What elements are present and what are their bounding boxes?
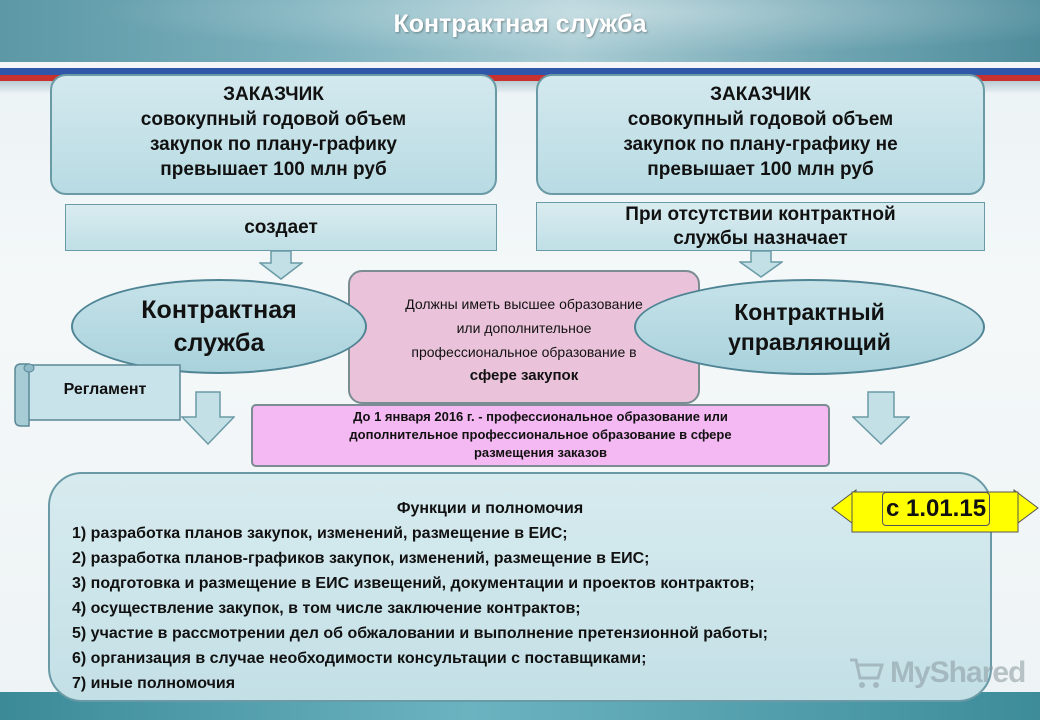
flag-stripe-white — [0, 62, 1040, 68]
regulation-label: Регламент — [63, 381, 147, 398]
contract-service-ellipse: Контрактная служба — [71, 279, 367, 374]
contract-service-line2: служба — [173, 328, 265, 357]
down-arrow-left-icon — [259, 250, 303, 280]
functions-list: 1) разработка планов закупок, изменений,… — [50, 521, 990, 696]
contract-manager-line2: управляющий — [728, 329, 891, 355]
flag-stripe-red — [0, 75, 1040, 81]
qualification-line1: Должны иметь высшее образование — [405, 296, 643, 312]
right-customer-line1: ЗАКАЗЧИК — [710, 84, 811, 105]
watermark-text: MyShared — [890, 656, 1026, 689]
qualification-box: Должны иметь высшее образование или допо… — [348, 270, 700, 404]
functions-heading: Функции и полномочия — [396, 500, 584, 517]
function-item: 1) разработка планов закупок, изменений,… — [72, 525, 568, 542]
function-item: 7) иные полномочия — [72, 675, 236, 692]
left-customer-line2: совокупный годовой объем — [140, 109, 407, 130]
right-action-band: При отсутствии контрактной службы назнач… — [536, 202, 985, 251]
function-item: 4) осуществление закупок, в том числе за… — [72, 600, 581, 617]
qualification-line2: или дополнительное — [456, 320, 592, 336]
left-customer-box: ЗАКАЗЧИК совокупный годовой объем закупо… — [50, 74, 497, 195]
watermark: MyShared — [848, 656, 1026, 690]
slide-title: Контрактная служба — [393, 10, 647, 38]
contract-manager-ellipse: Контрактный управляющий — [634, 279, 985, 375]
qualification-line3: профессиональное образование в — [411, 344, 637, 360]
notice-box: До 1 января 2016 г. - профессиональное о… — [251, 404, 830, 467]
left-action-text: создает — [244, 217, 318, 238]
contract-manager-line1: Контрактный — [734, 299, 885, 325]
right-customer-line3: закупок по плану-графику не — [623, 134, 898, 155]
down-arrow-right-icon — [739, 250, 783, 278]
qualification-line4: сфере закупок — [469, 367, 579, 384]
header-background — [0, 0, 1040, 62]
left-customer-line4: превышает 100 млн руб — [160, 159, 387, 180]
contract-service-line1: Контрактная — [141, 295, 297, 324]
function-item: 3) подготовка и размещение в ЕИС извещен… — [72, 575, 755, 592]
date-badge: с 1.01.15 — [882, 492, 990, 526]
left-customer-line1: ЗАКАЗЧИК — [223, 84, 324, 105]
right-customer-line4: превышает 100 млн руб — [647, 159, 874, 180]
right-customer-line2: совокупный годовой объем — [627, 109, 894, 130]
notice-line3: размещения заказов — [473, 445, 608, 460]
right-customer-box: ЗАКАЗЧИК совокупный годовой объем закупо… — [536, 74, 985, 195]
function-item: 2) разработка планов-графиков закупок, и… — [72, 550, 650, 567]
function-item: 6) организация в случае необходимости ко… — [72, 650, 647, 667]
down-arrow-manager-icon — [852, 391, 910, 445]
notice-line1: До 1 января 2016 г. - профессиональное о… — [353, 409, 728, 424]
regulation-scroll-icon — [14, 363, 181, 427]
cart-icon — [850, 658, 884, 688]
function-item: 5) участие в рассмотрении дел об обжалов… — [72, 625, 769, 642]
notice-line2: дополнительное профессиональное образова… — [349, 427, 732, 442]
down-arrow-service-icon — [181, 391, 235, 445]
right-action-line1: При отсутствии контрактной — [625, 204, 896, 225]
right-action-line2: службы назначает — [673, 228, 848, 249]
flag-stripe-blue — [0, 68, 1040, 75]
left-customer-line3: закупок по плану-графику — [149, 134, 398, 155]
left-action-band: создает — [65, 204, 497, 251]
